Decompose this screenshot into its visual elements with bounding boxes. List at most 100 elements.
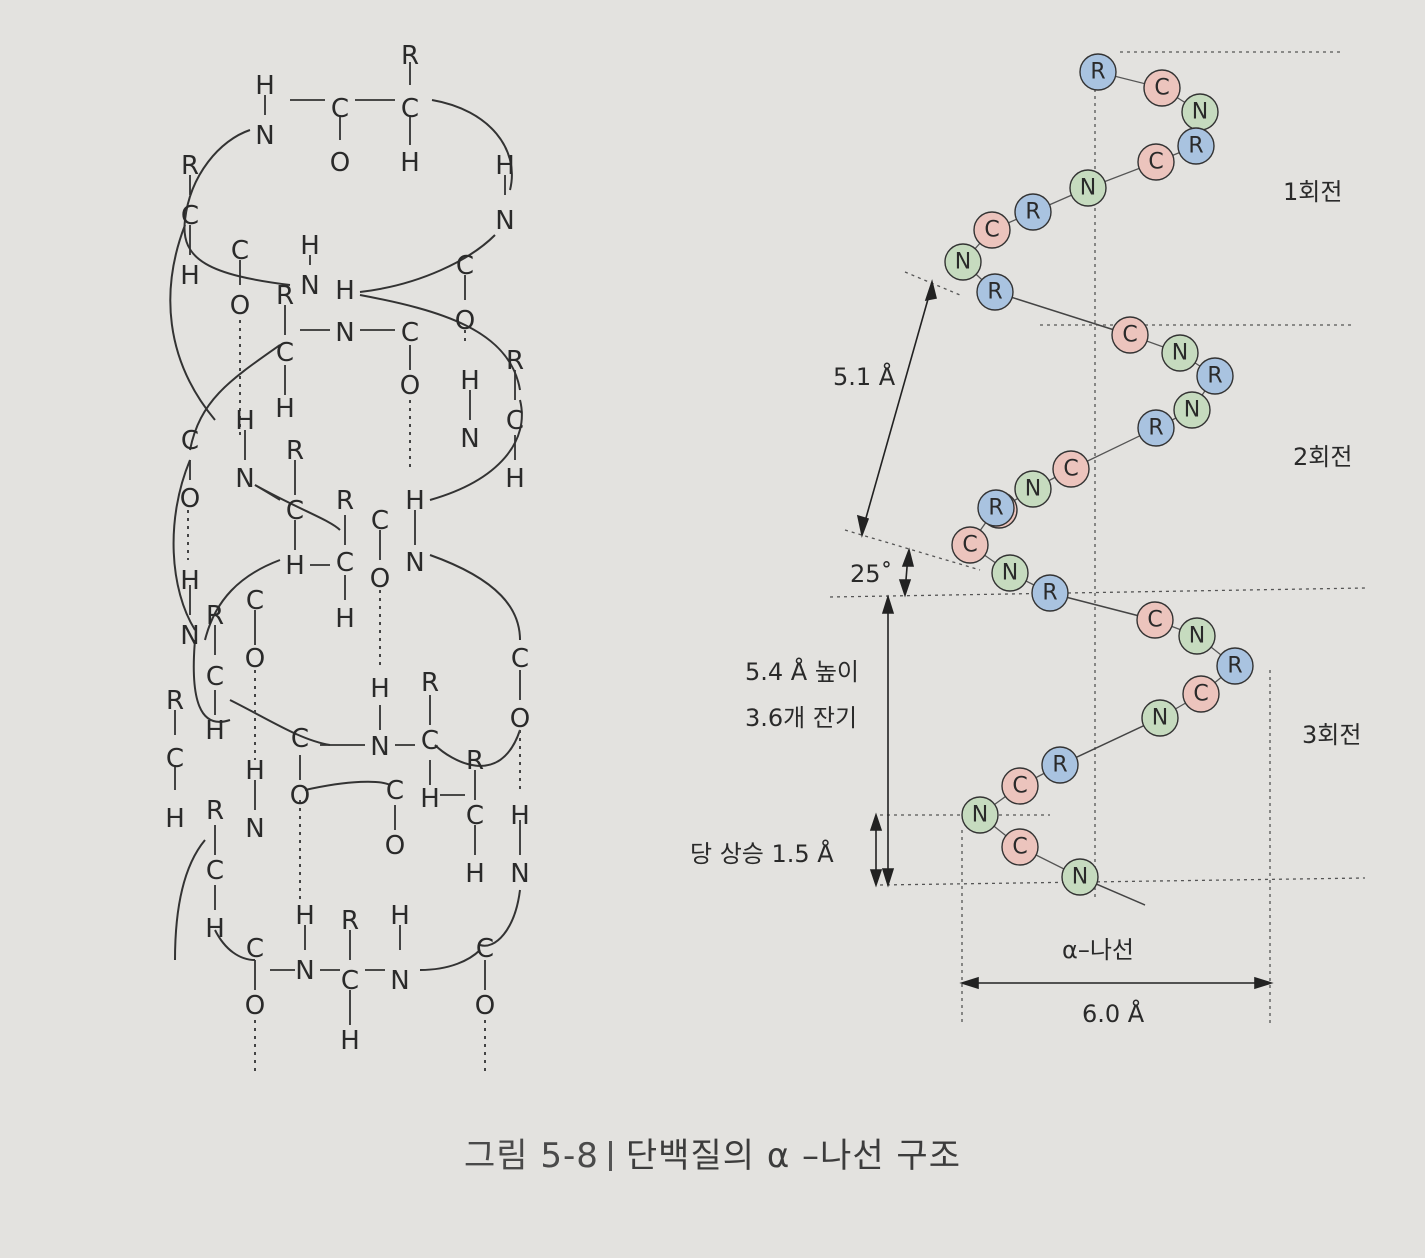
chem-atom: C	[206, 856, 224, 886]
chem-atom: N	[245, 814, 264, 844]
svg-text:R: R	[1052, 753, 1067, 778]
helix-ball-N: N	[1178, 617, 1216, 655]
chem-atom: H	[255, 71, 275, 101]
helix-ball-N: N	[1061, 858, 1099, 896]
chem-atom: H	[495, 151, 515, 181]
svg-text:N: N	[1152, 706, 1168, 731]
svg-text:C: C	[962, 533, 977, 558]
chem-atom: C	[206, 662, 224, 692]
helix-ball-N: N	[1069, 169, 1107, 207]
svg-text:R: R	[1188, 134, 1203, 159]
chem-atom: C	[166, 744, 184, 774]
chem-atom: O	[400, 371, 420, 401]
svg-text:N: N	[1080, 176, 1096, 201]
height-label-line-2: 3.6개 잔기	[745, 704, 857, 732]
helix-ball-R: R	[976, 273, 1014, 311]
chem-atom: C	[231, 236, 249, 266]
chem-atom: N	[235, 464, 254, 494]
chem-atom: C	[456, 251, 474, 281]
chem-atom: O	[245, 991, 265, 1021]
chem-atom: O	[245, 644, 265, 674]
chem-atom: N	[335, 318, 354, 348]
svg-text:C: C	[1012, 835, 1027, 860]
chem-atom: H	[180, 566, 200, 596]
helix-ball-R: R	[1196, 357, 1234, 395]
chem-atom: H	[505, 464, 525, 494]
svg-text:C: C	[984, 218, 999, 243]
chem-atom: H	[390, 901, 410, 931]
chem-atom: C	[291, 724, 309, 754]
svg-text:N: N	[1002, 561, 1018, 586]
chem-atom: H	[370, 674, 390, 704]
turn-2-label: 2회전	[1293, 443, 1352, 471]
helix-ball-C: C	[1182, 675, 1220, 713]
helix-ball-C: C	[1001, 828, 1039, 866]
helix-ball-R: R	[1177, 127, 1215, 165]
svg-text:C: C	[1147, 608, 1162, 633]
chem-atom: H	[335, 604, 355, 634]
chem-atom: C	[371, 506, 389, 536]
chem-atom: C	[246, 934, 264, 964]
svg-text:N: N	[1072, 865, 1088, 890]
chem-atom: R	[181, 151, 199, 181]
helix-ball-R: R	[1041, 746, 1079, 784]
pitch-label: 5.1 Å	[833, 362, 896, 391]
chem-atom: C	[286, 496, 304, 526]
height-label-line-1: 5.4 Å 높이	[745, 657, 859, 686]
chem-atom: C	[181, 201, 199, 231]
chem-atom: H	[180, 261, 200, 291]
chem-atom: O	[385, 831, 405, 861]
chem-atom: H	[295, 901, 315, 931]
chem-atom: H	[510, 801, 530, 831]
chem-atom: C	[506, 406, 524, 436]
helix-ball-N: N	[944, 243, 982, 281]
svg-text:C: C	[1154, 76, 1169, 101]
svg-text:C: C	[1063, 457, 1078, 482]
chem-atom: C	[421, 726, 439, 756]
chem-atom: R	[206, 601, 224, 631]
turn-1-label: 1회전	[1283, 178, 1342, 206]
helix-ball-C: C	[1143, 69, 1181, 107]
chem-atom: N	[460, 424, 479, 454]
chem-atom: H	[400, 148, 420, 178]
chem-atom: O	[180, 484, 200, 514]
chem-atom: H	[285, 551, 305, 581]
svg-text:R: R	[1148, 416, 1163, 441]
svg-text:R: R	[1207, 364, 1222, 389]
helix-ball-C: C	[1001, 767, 1039, 805]
chem-atom: H	[465, 859, 485, 889]
svg-text:N: N	[1025, 477, 1041, 502]
helix-ball-N: N	[1173, 391, 1211, 429]
chem-atom: O	[370, 564, 390, 594]
svg-text:N: N	[972, 803, 988, 828]
figure-title: 단백질의 α –나선 구조	[625, 1136, 961, 1176]
svg-text:C: C	[1122, 323, 1137, 348]
chem-atom: H	[205, 914, 225, 944]
chem-atom: H	[235, 406, 255, 436]
svg-text:R: R	[1227, 654, 1242, 679]
helix-ball-R: R	[977, 489, 1015, 527]
helix-ball-C: C	[951, 526, 989, 564]
chem-atom: R	[341, 906, 359, 936]
helix-ball-R: R	[1031, 574, 1069, 612]
chem-atom: O	[455, 306, 475, 336]
svg-text:R: R	[1025, 200, 1040, 225]
chem-atom: C	[246, 586, 264, 616]
chem-atom: H	[165, 804, 185, 834]
chem-atom: R	[276, 281, 294, 311]
chem-atom: C	[476, 934, 494, 964]
chem-atom: R	[506, 346, 524, 376]
figure-number: 그림 5-8	[464, 1136, 599, 1176]
chem-atom: N	[495, 206, 514, 236]
chem-atom: R	[166, 686, 184, 716]
chem-atom: O	[330, 148, 350, 178]
svg-text:C: C	[1148, 150, 1163, 175]
helix-ball-N: N	[1141, 699, 1179, 737]
chemical-structure	[169, 62, 523, 1075]
chem-atom: H	[340, 1026, 360, 1056]
chem-atom: N	[510, 859, 529, 889]
helix-ball-C: C	[1136, 601, 1174, 639]
svg-text:N: N	[1189, 624, 1205, 649]
chem-atom: R	[206, 796, 224, 826]
chem-atom: H	[405, 486, 425, 516]
